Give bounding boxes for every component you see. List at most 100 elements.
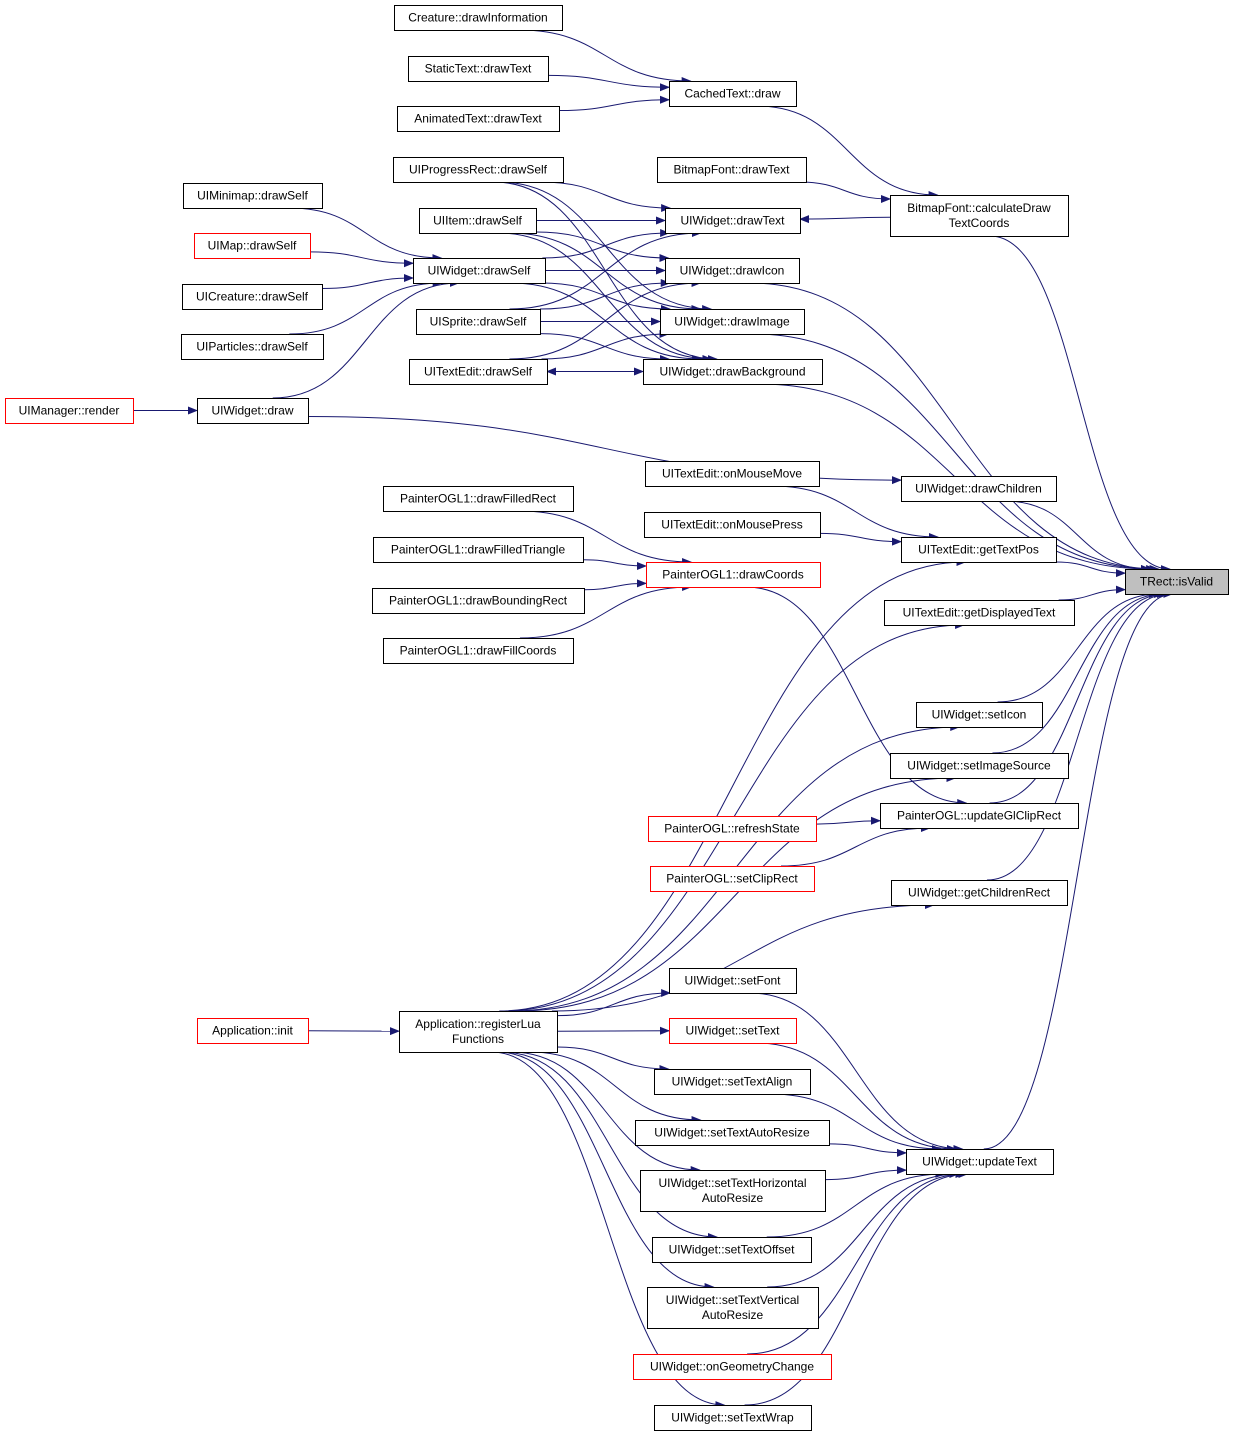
node-painterogl1-drawboundingrect[interactable]: PainterOGL1::drawBoundingRect bbox=[372, 588, 585, 614]
node-uitextedit-drawself[interactable]: UITextEdit::drawSelf bbox=[409, 359, 548, 385]
node-box bbox=[194, 233, 311, 259]
node-label: UITextEdit::drawSelf bbox=[424, 365, 533, 379]
node-uiminimap-drawself[interactable]: UIMinimap::drawSelf bbox=[183, 183, 323, 209]
node-label: UIWidget::drawText bbox=[680, 214, 785, 228]
node-box bbox=[647, 1287, 819, 1329]
node-label: TRect::isValid bbox=[1140, 575, 1213, 589]
node-label: UIWidget::setTextWrap bbox=[671, 1411, 794, 1425]
node-uicreature-drawself[interactable]: UICreature::drawSelf bbox=[182, 284, 323, 310]
node-box bbox=[393, 157, 564, 183]
node-uiwidget-ongeometrychange[interactable]: UIWidget::onGeometryChange bbox=[633, 1354, 832, 1380]
node-label: UIWidget::setTextHorizontal bbox=[658, 1176, 806, 1190]
node-label: Creature::drawInformation bbox=[408, 11, 547, 25]
node-uiwidget-drawicon[interactable]: UIWidget::drawIcon bbox=[665, 258, 800, 284]
node-application-init[interactable]: Application::init bbox=[197, 1018, 309, 1044]
edge-uiwidget_drawself-to-uiwidget_drawtext bbox=[542, 229, 671, 259]
node-uiwidget-settextwrap[interactable]: UIWidget::setTextWrap bbox=[654, 1405, 812, 1431]
node-painterogl1-drawfillcoords[interactable]: PainterOGL1::drawFillCoords bbox=[383, 638, 574, 664]
node-label: UIWidget::setTextAlign bbox=[672, 1075, 793, 1089]
node-painterogl1-drawfilledtriangle[interactable]: PainterOGL1::drawFilledTriangle bbox=[373, 537, 584, 563]
node-painterogl1-drawfilledrect[interactable]: PainterOGL1::drawFilledRect bbox=[383, 486, 574, 512]
node-box bbox=[640, 1170, 826, 1212]
edge-uitextedit_drawself-to-uiwidget_drawicon bbox=[509, 279, 702, 360]
node-label: StaticText::drawText bbox=[425, 62, 532, 76]
node-box bbox=[5, 398, 134, 424]
node-box bbox=[901, 537, 1057, 563]
edge-uiwidget_setimagesource-to-trect_isvalid bbox=[992, 590, 1165, 754]
node-statictext-drawtext[interactable]: StaticText::drawText bbox=[408, 56, 549, 82]
node-painterogl-updateglcliprect[interactable]: PainterOGL::updateGlClipRect bbox=[880, 803, 1079, 829]
node-box bbox=[890, 195, 1069, 237]
node-box bbox=[669, 81, 797, 107]
node-box bbox=[650, 866, 815, 892]
node-label: UIParticles::drawSelf bbox=[196, 340, 308, 354]
node-uiwidget-draw[interactable]: UIWidget::draw bbox=[197, 398, 309, 424]
node-box bbox=[657, 157, 807, 183]
node-uitextedit-onmousemove[interactable]: UITextEdit::onMouseMove bbox=[645, 461, 820, 487]
node-uiwidget-settextalign[interactable]: UIWidget::setTextAlign bbox=[654, 1069, 811, 1095]
edge-uiwidget_settextoffset-to-uiwidget_updatetext bbox=[766, 1170, 946, 1238]
node-label: BitmapFont::calculateDraw bbox=[907, 201, 1051, 215]
edge-uiwidget_draw-to-uiwidget_drawself bbox=[272, 279, 460, 399]
node-box bbox=[906, 1149, 1054, 1175]
node-box bbox=[669, 968, 797, 994]
node-painterogl-refreshstate[interactable]: PainterOGL::refreshState bbox=[648, 816, 817, 842]
node-uiprogressrect-drawself[interactable]: UIProgressRect::drawSelf bbox=[393, 157, 564, 183]
edge-uitextedit_gettextpos-to-trect_isvalid bbox=[1055, 561, 1126, 578]
node-bitmapfont-drawtext[interactable]: BitmapFont::drawText bbox=[657, 157, 807, 183]
node-creature-drawinformation[interactable]: Creature::drawInformation bbox=[394, 5, 563, 31]
node-uiwidget-setimagesource[interactable]: UIWidget::setImageSource bbox=[890, 753, 1069, 779]
node-animatedtext-drawtext[interactable]: AnimatedText::drawText bbox=[397, 106, 560, 132]
node-uitextedit-getdisplayedtext[interactable]: UITextEdit::getDisplayedText bbox=[884, 600, 1075, 626]
edge-application_registerluafunctions-to-uiwidget_setfont bbox=[556, 989, 672, 1017]
node-label: UIWidget::drawIcon bbox=[680, 264, 785, 278]
node-cachedtext-draw[interactable]: CachedText::draw bbox=[669, 81, 797, 107]
node-label: PainterOGL::refreshState bbox=[664, 822, 800, 836]
node-label: UIWidget::setFont bbox=[684, 974, 781, 988]
node-uiwidget-drawtext[interactable]: UIWidget::drawText bbox=[665, 208, 801, 234]
node-uiwidget-updatetext[interactable]: UIWidget::updateText bbox=[906, 1149, 1054, 1175]
node-box bbox=[181, 334, 324, 360]
node-box bbox=[890, 753, 1069, 779]
node-uiwidget-settextautoresize[interactable]: UIWidget::setTextAutoResize bbox=[635, 1120, 830, 1146]
edge-bitmapfont_drawtext-to-bitmapfont_calculatedrawtextcoords bbox=[798, 181, 891, 203]
node-uimanager-render[interactable]: UIManager::render bbox=[5, 398, 134, 424]
node-trect-isvalid[interactable]: TRect::isValid bbox=[1125, 569, 1229, 595]
node-label: UIWidget::setText bbox=[685, 1024, 780, 1038]
node-label: UITextEdit::getDisplayedText bbox=[903, 606, 1056, 620]
node-uiparticles-drawself[interactable]: UIParticles::drawSelf bbox=[181, 334, 324, 360]
node-box bbox=[635, 1120, 830, 1146]
node-uiwidget-seticon[interactable]: UIWidget::setIcon bbox=[916, 702, 1043, 728]
node-uiwidget-settext[interactable]: UIWidget::setText bbox=[669, 1018, 797, 1044]
edge-bitmapfont_calculatedrawtextcoords-to-trect_isvalid bbox=[990, 235, 1171, 573]
edges-layer bbox=[133, 29, 1174, 1409]
node-uiitem-drawself[interactable]: UIItem::drawSelf bbox=[419, 208, 537, 234]
node-uiwidget-settextoffset[interactable]: UIWidget::setTextOffset bbox=[652, 1237, 812, 1263]
edge-statictext_drawtext-to-cachedtext_draw bbox=[547, 74, 670, 92]
node-uimap-drawself[interactable]: UIMap::drawSelf bbox=[194, 233, 311, 259]
node-uiwidget-drawbackground[interactable]: UIWidget::drawBackground bbox=[643, 359, 823, 385]
node-uitextedit-onmousepress[interactable]: UITextEdit::onMousePress bbox=[644, 512, 821, 538]
edge-uitextedit_drawself-to-uiwidget_drawimage bbox=[541, 330, 670, 360]
node-uitextedit-gettextpos[interactable]: UITextEdit::getTextPos bbox=[901, 537, 1057, 563]
edge-uiwidget_seticon-to-trect_isvalid bbox=[997, 590, 1159, 703]
node-uiwidget-drawself[interactable]: UIWidget::drawSelf bbox=[413, 258, 546, 284]
node-uiwidget-drawimage[interactable]: UIWidget::drawImage bbox=[660, 309, 805, 335]
node-box bbox=[197, 1018, 309, 1044]
node-box bbox=[648, 816, 817, 842]
node-label: AutoResize bbox=[702, 1191, 764, 1205]
node-painterogl1-drawcoords[interactable]: PainterOGL1::drawCoords bbox=[646, 562, 821, 588]
node-uiwidget-getchildrenrect[interactable]: UIWidget::getChildrenRect bbox=[891, 880, 1068, 906]
node-uisprite-drawself[interactable]: UISprite::drawSelf bbox=[416, 309, 541, 335]
node-painterogl-setcliprect[interactable]: PainterOGL::setClipRect bbox=[650, 866, 815, 892]
edge-uiwidget_settextautoresize-to-uiwidget_updatetext bbox=[828, 1143, 907, 1157]
node-uiwidget-setfont[interactable]: UIWidget::setFont bbox=[669, 968, 797, 994]
node-uiwidget-drawchildren[interactable]: UIWidget::drawChildren bbox=[901, 476, 1057, 502]
node-box bbox=[633, 1354, 832, 1380]
edge-uiwidget_setfont-to-uiwidget_updatetext bbox=[749, 992, 964, 1153]
